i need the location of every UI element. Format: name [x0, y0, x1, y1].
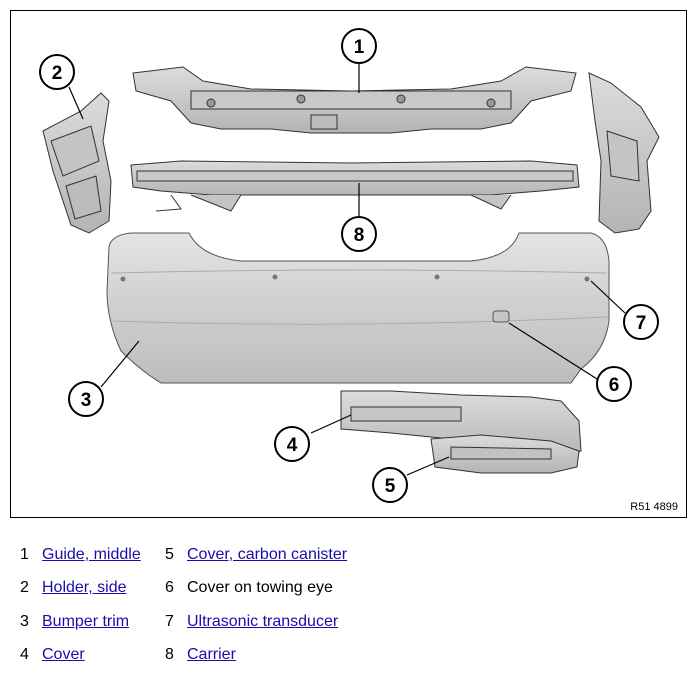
legend-item-5: 5 Cover, carbon canister	[165, 544, 347, 566]
callout-1: 1	[341, 28, 377, 64]
legend-item-4: 4 Cover	[20, 644, 85, 666]
holder-side-right-part	[588, 72, 660, 234]
callout-1-label: 1	[354, 37, 365, 58]
legend-item-3: 3 Bumper trim	[20, 611, 129, 633]
guide-middle-part	[132, 66, 577, 134]
legend-number: 2	[20, 579, 29, 596]
carrier-part	[130, 160, 580, 212]
callout-8: 8	[341, 216, 377, 252]
callout-2: 2	[39, 54, 75, 90]
legend-item-8: 8 Carrier	[165, 644, 236, 666]
figure-code: R51 4899	[630, 501, 678, 513]
legend-number: 5	[165, 546, 174, 563]
exploded-view-drawing: 1 2 3 4 5 6 7 8	[39, 28, 660, 503]
parts-diagram: 1 2 3 4 5 6 7 8 R51 4899	[10, 10, 687, 518]
link-ultrasonic-transducer[interactable]: Ultrasonic transducer	[187, 613, 339, 630]
callout-6: 6	[596, 366, 632, 402]
legend-item-2: 2 Holder, side	[20, 577, 127, 599]
legend-number: 1	[20, 546, 29, 563]
legend-label-cover-on-towing-eye: Cover on towing eye	[187, 579, 333, 596]
leader-lines	[68, 63, 626, 476]
link-bumper-trim[interactable]: Bumper trim	[42, 613, 130, 630]
callout-4-label: 4	[287, 435, 298, 456]
callout-3: 3	[68, 381, 104, 417]
link-cover[interactable]: Cover	[42, 646, 85, 663]
callout-2-label: 2	[52, 63, 63, 84]
legend-item-6: 6 Cover on towing eye	[165, 577, 333, 599]
legend-item-7: 7 Ultrasonic transducer	[165, 611, 338, 633]
callout-5: 5	[372, 467, 408, 503]
legend-item-1: 1 Guide, middle	[20, 544, 141, 566]
callout-7-label: 7	[636, 313, 647, 334]
holder-side-left-part	[42, 92, 112, 234]
legend-number: 6	[165, 579, 174, 596]
link-cover-carbon-canister[interactable]: Cover, carbon canister	[187, 546, 348, 563]
link-carrier[interactable]: Carrier	[187, 646, 236, 663]
link-guide-middle[interactable]: Guide, middle	[42, 546, 141, 563]
link-holder-side[interactable]: Holder, side	[42, 579, 127, 596]
callout-4: 4	[274, 426, 310, 462]
legend-number: 8	[165, 646, 174, 663]
legend-number: 4	[20, 646, 29, 663]
parts-legend: 1 Guide, middle 2 Holder, side 3 Bumper tri…	[0, 540, 698, 674]
legend-number: 7	[165, 613, 174, 630]
callout-3-label: 3	[81, 390, 92, 411]
cover-carbon-canister-part	[430, 434, 580, 474]
callout-7: 7	[623, 304, 659, 340]
callout-8-label: 8	[354, 225, 365, 246]
callout-5-label: 5	[385, 476, 396, 497]
bumper-trim-part	[106, 232, 610, 384]
legend-number: 3	[20, 613, 29, 630]
callout-6-label: 6	[609, 375, 620, 396]
